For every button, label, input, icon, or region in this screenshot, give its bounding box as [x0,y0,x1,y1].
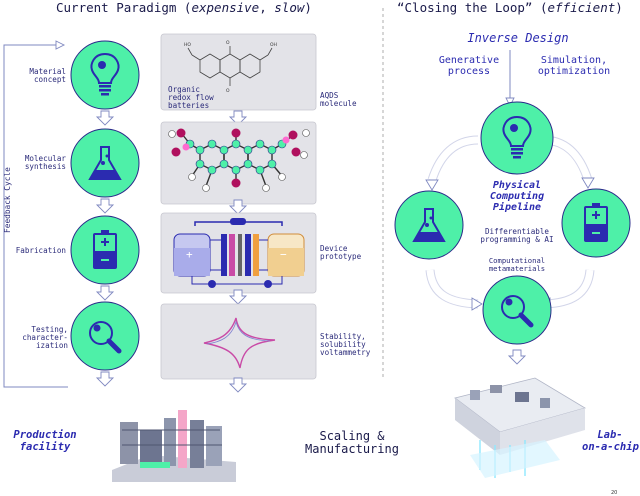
right-header-close: ) [615,0,623,15]
right-battery-circle [561,188,631,258]
production-facility-image [106,400,242,482]
arrow-down-2 [96,198,114,214]
left-header-sep: , [259,0,275,15]
svg-text:O: O [226,40,230,46]
panel-device: + − [160,212,317,294]
panel-aqds-inner-text: Organic redox flow batteries [168,85,214,110]
svg-text:OH: OH [270,42,277,48]
simulation-optimization-label: Simulation, optimization [537,55,611,77]
panel-molecule [160,121,317,205]
magnifier-icon-circle [70,301,140,371]
pipeline-title: Physical Computing Pipeline [489,180,545,213]
left-header-italic-1: expensive [191,0,260,15]
inverse-design-arrows [505,50,515,108]
lightbulb-icon-circle [70,40,140,110]
arrow-down-4 [96,371,114,387]
lab-on-chip-label: Lab- on-a-chip [582,429,639,453]
feedback-cycle-label: Feedback Cycle [2,167,12,233]
arrow-down-3 [96,285,114,301]
page-number: 20 [611,490,618,496]
arrow-down-1 [96,110,114,126]
right-lightbulb-circle [480,101,554,175]
panel-aqds: HO OH O O [160,33,317,111]
lab-on-chip-image [454,377,586,478]
right-header-italic: efficient [547,0,616,15]
left-header: Current Paradigm (expensive, slow) [56,1,312,14]
panel-aqds-right-label: AQDS molecule [320,91,357,108]
right-flask-circle [394,190,464,260]
svg-text:−: − [280,248,287,261]
stage-label-synthesis: Molecular synthesis [24,154,66,171]
scaling-manufacturing-label: Scaling & Manufacturing [305,429,399,456]
panel-device-label: Device prototype [320,244,362,261]
stage-label-material: Material concept [29,67,66,84]
arrow-down-panel-4 [229,377,247,393]
inverse-design-title: Inverse Design [467,31,569,45]
left-header-close: ) [304,0,312,15]
production-facility-label: Production facility [13,429,77,453]
feedback-cycle-loop [3,40,68,388]
stage-label-fabrication: Fabrication [15,246,66,255]
svg-text:O: O [226,88,230,94]
arrow-down-right [508,349,526,365]
flask-icon-circle [70,128,140,198]
panel-voltammetry [160,303,317,380]
generative-process-label: Generative process [438,55,500,77]
battery-icon-circle [70,215,140,285]
differentiable-programming-label: Differentiable programming & AI [480,227,554,244]
left-header-main: Current Paradigm ( [56,0,192,15]
left-header-italic-2: slow [274,0,305,15]
right-magnifier-circle [482,275,552,345]
stage-label-testing: Testing, character- ization [22,325,68,350]
svg-text:HO: HO [184,42,191,48]
panel-voltammetry-label: Stability, solubility voltammetry [320,332,371,357]
right-header-open: “Closing the Loop” ( [397,0,548,15]
computational-metamaterials-label: Computational metamaterials [488,256,546,273]
svg-text:+: + [186,248,193,261]
right-header: “Closing the Loop” (efficient) [397,1,623,14]
